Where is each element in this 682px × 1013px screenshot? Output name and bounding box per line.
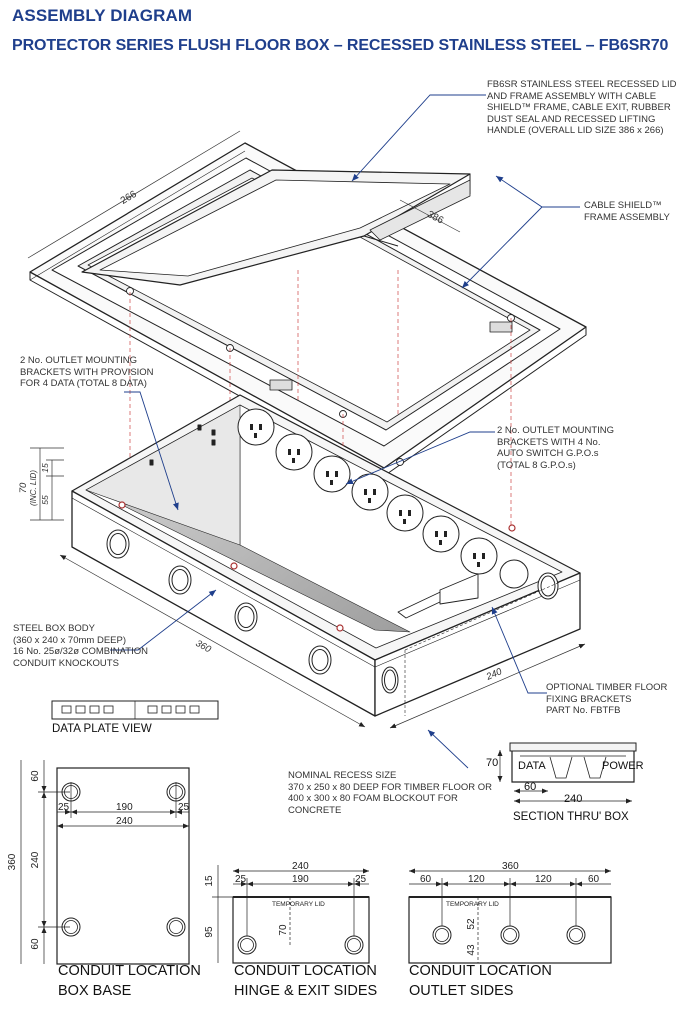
base-dim-240: 240 [116, 816, 133, 827]
section-height: 70 [486, 757, 498, 769]
box-base-view [20, 760, 190, 965]
dim-inc-lid: (INC. LID) [29, 470, 38, 506]
outlet-sides-view [408, 868, 612, 964]
section-data-label: DATA [518, 760, 546, 772]
base-dim-190: 190 [116, 802, 133, 813]
base-view-title: CONDUIT LOCATION [58, 963, 201, 979]
section-power-label: POWER [602, 760, 644, 772]
dim-15: 15 [40, 463, 50, 473]
callout-box-body: STEEL BOX BODY(360 x 240 x 70mm DEEP)16 … [13, 623, 148, 669]
lid-frame-assembly [29, 142, 587, 477]
base-dim-25b: 25 [178, 802, 190, 813]
dim-360: 360 [194, 638, 214, 656]
base-dim-240-vert: 240 [30, 851, 41, 868]
base-dim-25a: 25 [58, 802, 70, 813]
dim-70: 70 [18, 482, 29, 493]
callout-leaders [110, 94, 580, 769]
gpo-outlets [237, 408, 529, 589]
section-thru-box [497, 742, 637, 804]
hinge-view-subtitle: HINGE & EXIT SIDES [234, 983, 378, 999]
outlet-dim-120a: 120 [468, 874, 485, 885]
base-dim-360: 360 [7, 853, 18, 870]
outlet-dim-52: 52 [466, 918, 477, 930]
outlet-temporary-lid: TEMPORARY LID [446, 901, 499, 908]
hinge-dim-95: 95 [204, 926, 215, 938]
hinge-dim-15: 15 [204, 875, 215, 887]
hinge-dim-190: 190 [292, 874, 309, 885]
base-dim-60-top: 60 [30, 770, 41, 782]
outlet-dim-120b: 120 [535, 874, 552, 885]
outlet-dim-43: 43 [466, 944, 477, 956]
section-dim-240: 240 [564, 793, 582, 805]
page-subtitle: PROTECTOR SERIES FLUSH FLOOR BOX – RECES… [12, 37, 669, 54]
dim-55: 55 [40, 495, 50, 505]
hinge-dim-25a: 25 [235, 874, 247, 885]
section-label: SECTION THRU' BOX [513, 811, 629, 823]
hinge-temporary-lid: TEMPORARY LID [272, 901, 325, 908]
outlet-dim-60a: 60 [420, 874, 432, 885]
base-dim-60-bot: 60 [30, 938, 41, 950]
hinge-dim-25b: 25 [355, 874, 367, 885]
hinge-dim-240: 240 [292, 861, 309, 872]
hinge-dim-70: 70 [278, 924, 289, 936]
box-dimensions [30, 447, 586, 729]
data-plate-view [51, 700, 219, 720]
data-plate-label: DATA PLATE VIEW [52, 723, 152, 735]
hinge-view-title: CONDUIT LOCATION [234, 963, 377, 979]
outlet-dim-60b: 60 [588, 874, 600, 885]
page-title: ASSEMBLY DIAGRAM [12, 6, 193, 25]
outlet-view-subtitle: OUTLET SIDES [409, 983, 514, 999]
base-view-subtitle: BOX BASE [58, 983, 132, 999]
dim-386: 386 [425, 209, 445, 227]
outlet-dim-360: 360 [502, 861, 519, 872]
outlet-view-title: CONDUIT LOCATION [409, 963, 552, 979]
hinge-exit-view [212, 865, 370, 964]
dim-266: 266 [119, 189, 139, 207]
section-dim-60: 60 [524, 781, 536, 793]
